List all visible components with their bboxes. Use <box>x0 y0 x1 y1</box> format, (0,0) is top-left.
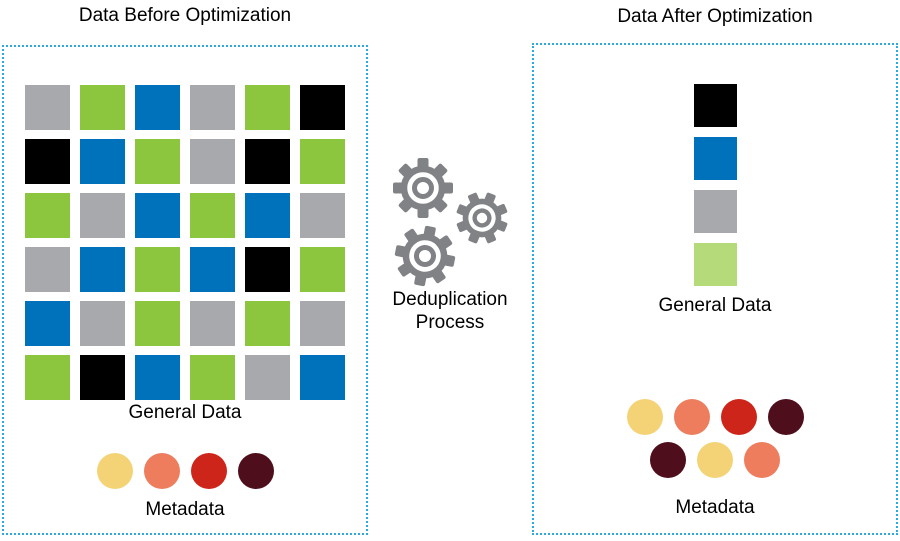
black-data-block <box>80 355 125 400</box>
before-panel-title: Data Before Optimization <box>78 5 292 26</box>
blue-data-block <box>300 355 345 400</box>
maroon-metadata-circle <box>237 453 274 489</box>
green-data-block <box>245 301 290 346</box>
gray-data-block <box>300 193 345 238</box>
gray-data-block <box>80 193 125 238</box>
salmon-metadata-circle <box>673 399 710 435</box>
gears-icon <box>393 158 508 287</box>
before-general-data-label: General Data <box>128 402 242 423</box>
gray-data-block <box>25 85 70 130</box>
yellow-metadata-circle <box>626 399 663 435</box>
salmon-metadata-circle <box>143 453 180 489</box>
gray-data-block <box>300 301 345 346</box>
after-general-data-label: General Data <box>658 295 772 316</box>
blue-data-block <box>135 193 180 238</box>
blue-data-block <box>693 137 737 180</box>
process-label-line2: Process <box>415 312 485 333</box>
after-panel-title: Data After Optimization <box>617 6 813 27</box>
black-data-block <box>245 139 290 184</box>
black-data-block <box>300 85 345 130</box>
blue-data-block <box>245 193 290 238</box>
blue-data-block <box>135 85 180 130</box>
gray-data-block <box>245 355 290 400</box>
blue-data-block <box>25 301 70 346</box>
process-label: Deduplication Process <box>380 288 520 334</box>
blue-data-block <box>80 139 125 184</box>
general-data-grid <box>4 85 366 400</box>
green-data-block <box>135 139 180 184</box>
salmon-metadata-circle <box>744 442 780 478</box>
yellow-metadata-circle <box>96 453 133 489</box>
green-data-block <box>190 355 235 400</box>
black-data-block <box>693 84 737 127</box>
gray-data-block <box>25 247 70 292</box>
blue-data-block <box>135 355 180 400</box>
blue-data-block <box>190 247 235 292</box>
green-data-block <box>190 193 235 238</box>
green-data-block <box>300 139 345 184</box>
gray-data-block <box>80 301 125 346</box>
blue-data-block <box>80 247 125 292</box>
deduplicated-data-column <box>534 84 896 286</box>
after-panel: General Data Metadata <box>532 43 898 535</box>
black-data-block <box>245 247 290 292</box>
before-panel: General Data Metadata <box>2 45 368 535</box>
after-metadata-circles-row2 <box>534 442 896 478</box>
green-data-block <box>135 247 180 292</box>
green-data-block <box>25 193 70 238</box>
after-metadata-circles-row1 <box>534 399 896 435</box>
maroon-metadata-circle <box>650 442 686 478</box>
before-metadata-circles <box>4 453 366 489</box>
after-metadata-label: Metadata <box>675 497 755 518</box>
green-data-block <box>300 247 345 292</box>
process-label-line1: Deduplication <box>392 289 508 310</box>
green-data-block <box>25 355 70 400</box>
black-data-block <box>25 139 70 184</box>
red-metadata-circle <box>720 399 757 435</box>
red-metadata-circle <box>190 453 227 489</box>
before-metadata-label: Metadata <box>145 499 225 520</box>
light-green-data-block <box>693 243 737 286</box>
maroon-metadata-circle <box>767 399 804 435</box>
gray-data-block <box>190 85 235 130</box>
yellow-metadata-circle <box>697 442 733 478</box>
green-data-block <box>135 301 180 346</box>
gray-data-block <box>693 190 737 233</box>
green-data-block <box>80 85 125 130</box>
gray-data-block <box>190 301 235 346</box>
gray-data-block <box>190 139 235 184</box>
green-data-block <box>245 85 290 130</box>
